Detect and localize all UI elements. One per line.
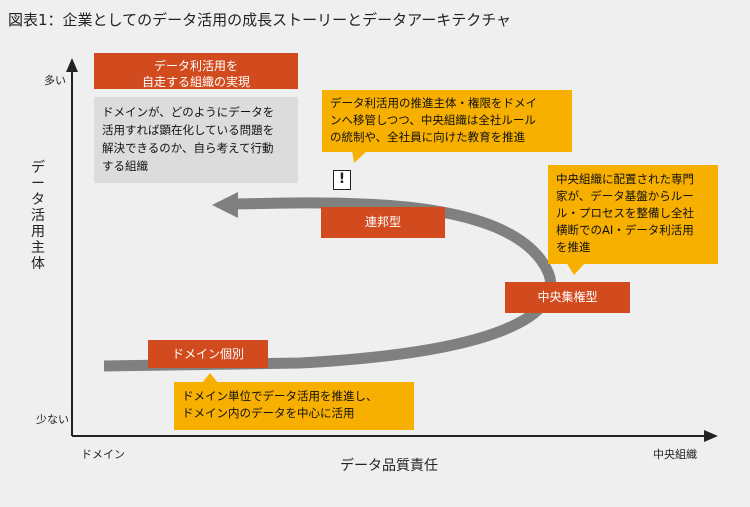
goal-title-box: データ利活用を 自走する組織の実現 (94, 53, 298, 89)
callout-federated-pointer (352, 150, 368, 163)
x-axis-left-label: ドメイン (81, 448, 125, 461)
x-axis-arrowhead (704, 430, 718, 442)
callout-domain: ドメイン単位でデータ活用を推進し、 ドメイン内のデータを中心に活用 (174, 382, 414, 430)
figure-title: 図表1：企業としてのデータ活用の成長ストーリーとデータアーキテクチャ (8, 11, 512, 29)
stage-federated-label: 連邦型 (321, 207, 445, 238)
stage-central-label: 中央集権型 (505, 282, 630, 313)
y-axis-top-label: 多い (44, 74, 66, 87)
y-axis-arrowhead (66, 58, 78, 72)
alert-symbol: ! (338, 171, 346, 187)
y-axis-bottom-label: 少ない (36, 413, 69, 426)
goal-description-box: ドメインが、どのようにデータを 活用すれば顕在化している問題を 解決できるのか、… (94, 97, 298, 183)
x-axis-label: データ品質責任 (340, 458, 438, 474)
callout-federated: データ利活用の推進主体・権限をドメイ ンへ移管しつつ、中央組織は全社ルール の統… (322, 90, 572, 152)
callout-domain-pointer (202, 373, 218, 383)
callout-central: 中央組織に配置された専門 家が、データ基盤からルー ル・プロセスを整備し全社 横… (548, 165, 718, 264)
growth-path-curve (103, 197, 557, 372)
growth-path-arrowhead (212, 192, 238, 218)
y-axis-label: データ活用主体 (31, 160, 45, 272)
alert-icon: ! (333, 170, 351, 190)
x-axis-right-label: 中央組織 (653, 448, 697, 461)
callout-central-pointer (566, 262, 586, 275)
stage-domain-label: ドメイン個別 (148, 340, 268, 368)
